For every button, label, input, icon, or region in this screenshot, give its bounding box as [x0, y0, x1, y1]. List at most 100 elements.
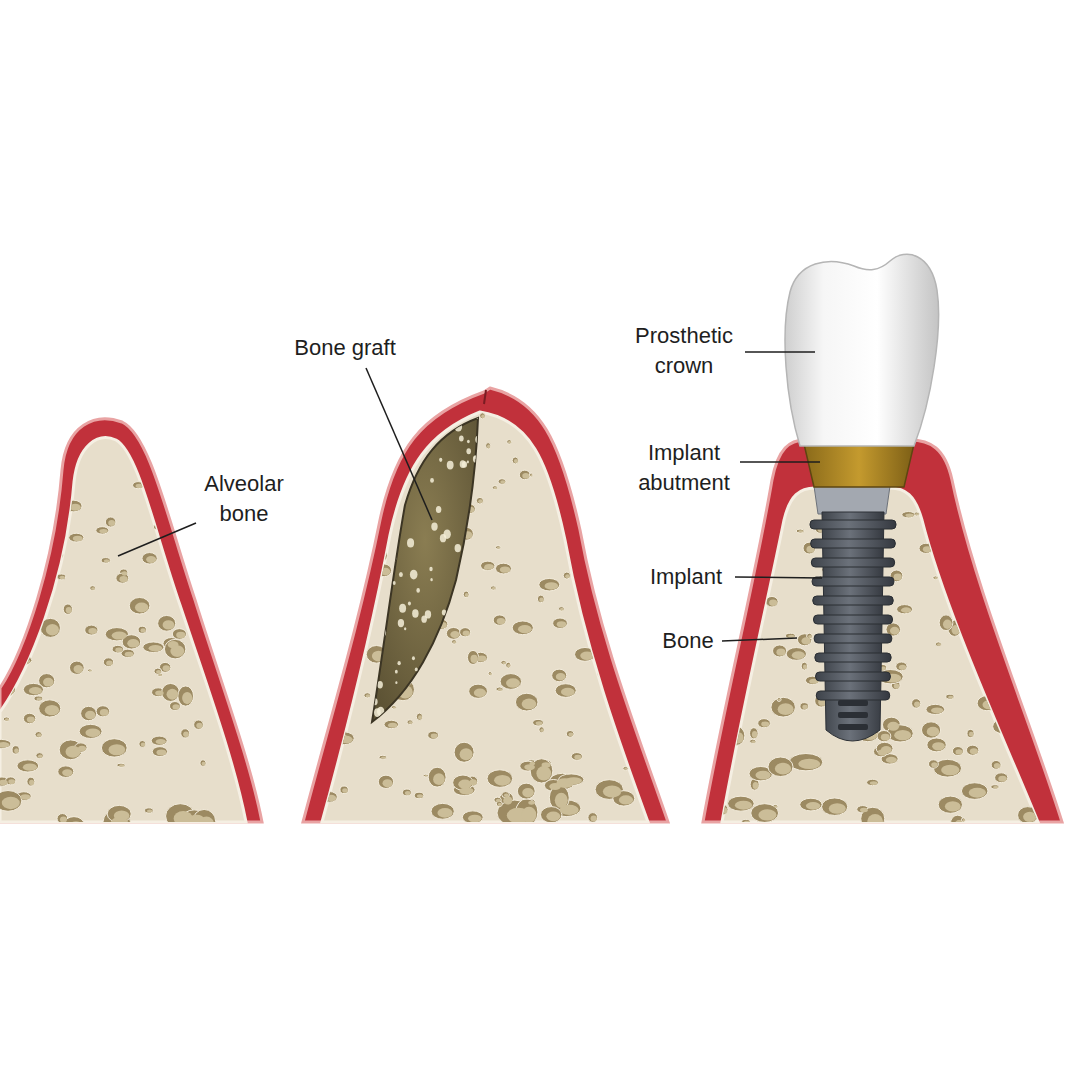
- bone-pore: [573, 497, 584, 510]
- bone-pore: [323, 506, 330, 514]
- bone-pore: [632, 528, 642, 535]
- bone-pore: [751, 804, 779, 823]
- graft-particle: [373, 597, 376, 601]
- bone-pore: [453, 641, 456, 644]
- bone-pore: [57, 574, 66, 580]
- bone-pore: [539, 578, 560, 590]
- bone-pore: [517, 783, 535, 799]
- bone-pore: [970, 501, 976, 504]
- bone-pore: [546, 811, 560, 821]
- leader-line: [745, 351, 815, 353]
- bone-pore: [57, 814, 68, 824]
- bone-pore: [8, 779, 15, 784]
- graft-particle: [475, 720, 477, 723]
- bone-pore: [320, 502, 330, 515]
- bone-pore: [503, 796, 512, 804]
- bone-pore: [580, 652, 594, 660]
- implant-thread: [814, 615, 893, 624]
- bone-pore: [1023, 812, 1036, 822]
- bone-pore: [946, 575, 955, 582]
- bone-pore: [720, 807, 727, 813]
- bone-pore: [575, 647, 596, 661]
- bone-pore: [331, 485, 334, 488]
- bone-pore: [881, 734, 890, 741]
- bone-pore: [469, 684, 488, 698]
- bone-pore: [522, 788, 534, 798]
- bone-pore: [745, 599, 754, 604]
- bone-pore: [755, 771, 770, 780]
- bone-pore: [896, 662, 907, 671]
- bone-pore: [199, 557, 215, 571]
- bone-pore: [108, 744, 125, 755]
- bone-pore: [1009, 699, 1020, 704]
- bone-pore: [619, 795, 633, 804]
- bone-pore: [103, 658, 113, 667]
- bone-pore: [751, 632, 758, 637]
- bone-pore: [44, 549, 64, 560]
- bone-pore: [554, 424, 563, 429]
- bone-pore: [638, 417, 643, 421]
- graft-particle: [477, 656, 479, 659]
- bone-pore: [70, 504, 81, 511]
- bone-pore: [195, 529, 200, 533]
- graft-particle: [461, 695, 465, 700]
- bone-pore: [945, 801, 961, 811]
- bone-pore: [902, 512, 915, 518]
- bone-pore: [721, 682, 732, 691]
- bone-pore: [792, 651, 805, 659]
- graft-particle: [368, 481, 373, 488]
- bone-pore: [158, 615, 176, 631]
- bone-pore: [17, 760, 39, 772]
- bone-pore: [379, 755, 387, 759]
- bone-pore: [919, 543, 933, 553]
- bone-pore: [136, 484, 143, 488]
- bone-pore: [643, 689, 651, 694]
- bone-pore: [156, 750, 166, 756]
- bone-pore: [209, 575, 225, 588]
- graft-particle: [463, 637, 467, 642]
- bone-pore: [416, 713, 422, 720]
- bone-pore: [935, 642, 941, 647]
- bone-pore: [462, 811, 483, 824]
- bone-pore: [164, 639, 185, 659]
- bone-pore: [931, 707, 943, 713]
- graft-particle: [428, 705, 431, 709]
- implant-thread: [810, 520, 896, 529]
- bone-pore: [342, 788, 347, 793]
- bone-pore: [914, 702, 920, 708]
- bone-pore: [477, 655, 486, 661]
- bone-pore: [4, 686, 14, 694]
- bone-pore: [2, 797, 20, 809]
- bone-pore: [125, 652, 134, 657]
- bone-pore: [156, 526, 161, 529]
- implant-slot: [838, 712, 868, 718]
- graft-particle: [451, 719, 457, 727]
- bone-pores: [710, 490, 1043, 832]
- graft-particle: [386, 484, 388, 487]
- bone-pore: [463, 630, 470, 636]
- graft-particle: [467, 461, 469, 464]
- bone-pore: [1038, 633, 1042, 637]
- bone-pore: [65, 500, 82, 512]
- bone-pore: [710, 758, 731, 778]
- bone-pore: [11, 655, 32, 665]
- bone-pore: [38, 754, 43, 758]
- graft-particle: [442, 723, 444, 726]
- implant-thread: [815, 653, 891, 662]
- bone-pore: [536, 721, 543, 725]
- bone-pore: [803, 665, 807, 670]
- bone-pore: [407, 720, 413, 725]
- bone-pore: [1000, 600, 1020, 614]
- bone-pore: [957, 555, 961, 558]
- bone-pore: [751, 740, 755, 743]
- bone-pore: [806, 802, 821, 810]
- bone-pore: [962, 585, 972, 593]
- bone-pore: [172, 629, 186, 640]
- bone-pore: [196, 723, 202, 729]
- bone-pore: [901, 607, 911, 613]
- bone-pore: [955, 749, 962, 754]
- bone-pore: [37, 733, 42, 737]
- graft-particles: [367, 412, 482, 727]
- bone-pore: [555, 793, 568, 808]
- bone-pore: [323, 747, 336, 755]
